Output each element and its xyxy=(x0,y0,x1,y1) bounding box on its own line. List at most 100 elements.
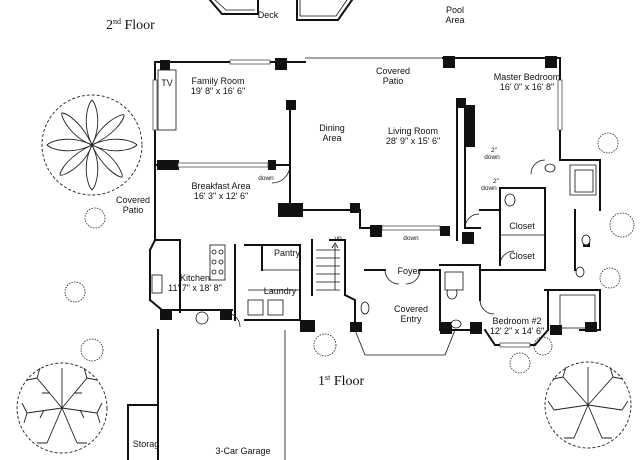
storage-label: Storag xyxy=(133,439,160,449)
pillar xyxy=(370,225,382,237)
deck-structure xyxy=(208,0,354,21)
tree-bottom-right xyxy=(544,361,632,449)
pillar xyxy=(440,322,452,334)
covered-patio-top-label-2: Patio xyxy=(383,76,404,86)
pillar xyxy=(545,56,557,68)
tv-cabinet xyxy=(157,69,177,131)
pillar xyxy=(300,320,315,332)
shrub-1 xyxy=(84,207,106,229)
breakfast-area-label: Breakfast Area xyxy=(191,181,250,191)
pillar xyxy=(157,160,179,170)
door-swing xyxy=(405,269,421,285)
sink xyxy=(450,319,462,329)
pool-area-label-2: Area xyxy=(445,15,464,25)
shrub-7 xyxy=(599,267,621,289)
window xyxy=(499,342,531,348)
pillar xyxy=(470,322,482,334)
door-swing xyxy=(464,213,480,229)
window xyxy=(381,225,441,231)
pillar xyxy=(462,232,474,244)
pillar xyxy=(220,310,232,320)
step-label-2: 2" xyxy=(493,178,500,185)
window xyxy=(152,79,158,131)
garage-label: 3-Car Garage xyxy=(215,446,270,456)
covered-patio-left-label-1: Covered xyxy=(116,195,150,205)
bedroom-2-dims: 12' 2" x 14' 6" xyxy=(490,326,544,336)
pillar xyxy=(440,226,450,236)
window xyxy=(177,162,269,168)
door-swing xyxy=(271,164,291,184)
second-floor-label: 2nd Floor xyxy=(106,17,155,33)
dining-area-label-2: Area xyxy=(322,133,341,143)
deck-label: Deck xyxy=(258,10,279,20)
bedroom-2-label: Bedroom #2 xyxy=(492,316,541,326)
covered-entry-label-2: Entry xyxy=(400,314,422,324)
shrub-2 xyxy=(64,281,86,303)
pool-area-label-1: Pool xyxy=(446,5,464,15)
family-room-label: Family Room xyxy=(191,76,244,86)
pillar xyxy=(350,322,362,332)
stairs xyxy=(316,249,340,291)
door-swing xyxy=(225,312,241,328)
door-swing xyxy=(479,299,495,315)
kitchen-dims: 11' 7" x 18' 8" xyxy=(168,283,222,293)
toilet xyxy=(504,193,516,207)
down-label-breakfast: down xyxy=(258,175,274,182)
tree-top-left xyxy=(41,94,143,196)
down-label-master-1: down xyxy=(484,154,500,161)
sink xyxy=(581,234,591,246)
covered-entry-label-1: Covered xyxy=(394,304,428,314)
covered-patio-top-label-1: Covered xyxy=(376,66,410,76)
pantry-label: Pantry xyxy=(274,248,301,258)
shrub-5 xyxy=(597,132,619,154)
toilet xyxy=(575,266,585,278)
shrub-8 xyxy=(509,352,531,374)
tv-label: TV xyxy=(161,78,173,88)
shrub-9 xyxy=(533,336,553,356)
dining-area-label-1: Dining xyxy=(319,123,345,133)
down-label-living: down xyxy=(403,235,419,242)
master-bedroom-label: Master Bedroom xyxy=(494,72,561,82)
washer xyxy=(247,299,264,316)
shrub-6 xyxy=(609,212,635,238)
pillar xyxy=(585,322,597,332)
window xyxy=(557,79,563,131)
family-room-dims: 19' 8" x 16' 6" xyxy=(191,86,245,96)
pillar xyxy=(160,310,172,320)
tree-bottom-left xyxy=(16,362,108,454)
stair-arrow xyxy=(331,242,339,290)
up-label: up xyxy=(334,235,342,242)
foyer-label: Foyer xyxy=(397,266,420,276)
breakfast-area-dims: 16' 3" x 12' 6" xyxy=(194,191,248,201)
master-bedroom-dims: 16' 0" x 16' 8" xyxy=(500,82,554,92)
pillar xyxy=(350,203,360,213)
covered-patio-left-label-2: Patio xyxy=(123,205,144,215)
shrub-3 xyxy=(80,338,104,362)
pillar xyxy=(550,325,562,335)
pillar xyxy=(465,105,475,147)
window xyxy=(229,59,271,65)
living-room-label: Living Room xyxy=(388,126,438,136)
first-floor-label: 1st Floor xyxy=(318,373,365,389)
pillar xyxy=(443,56,455,68)
door-swing xyxy=(530,159,546,175)
kitchen-label: Kitchen xyxy=(180,273,210,283)
dryer xyxy=(267,299,284,316)
bathtub xyxy=(574,169,594,193)
water-heater xyxy=(195,311,209,325)
shrub-4 xyxy=(313,333,337,357)
sink-fixture xyxy=(151,274,163,294)
pillar xyxy=(268,160,276,170)
pillar xyxy=(456,98,466,108)
door-swing xyxy=(499,250,515,266)
living-room-dims: 28' 9" x 15' 6" xyxy=(386,136,440,146)
pillar xyxy=(286,100,296,110)
closet-2-label: Closet xyxy=(509,251,535,261)
toilet xyxy=(360,301,370,315)
pillar xyxy=(278,203,303,217)
step-label-1: 2" xyxy=(491,147,498,154)
sink xyxy=(544,163,556,173)
door-swing xyxy=(384,269,400,285)
pillar xyxy=(160,60,170,70)
